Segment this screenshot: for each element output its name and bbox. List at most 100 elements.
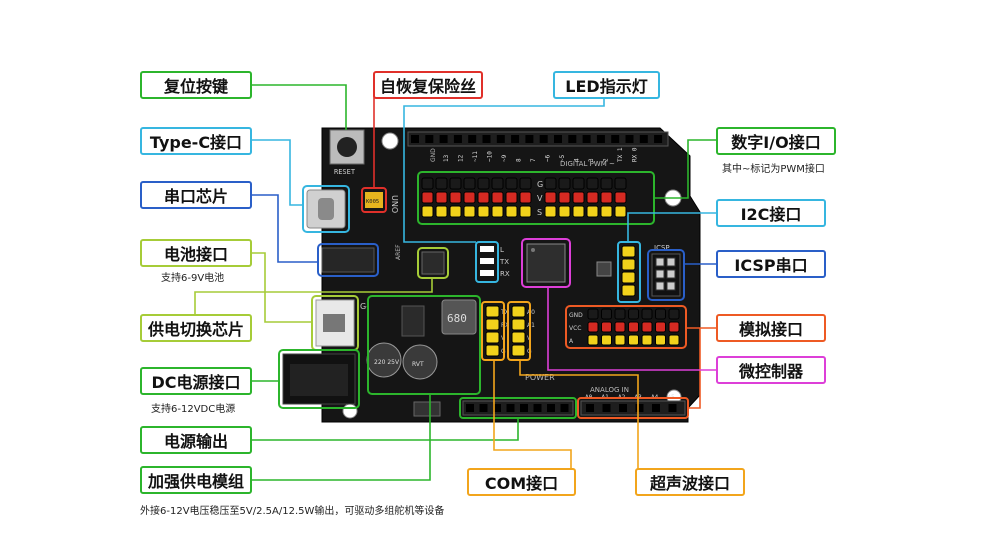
- header-socket: [668, 404, 677, 412]
- header-socket: [525, 135, 534, 143]
- com-pin: [485, 318, 500, 331]
- digital-pin: [491, 177, 504, 190]
- label-battery: 电池接口: [140, 239, 252, 267]
- digital-pin-label: ~9: [501, 154, 508, 162]
- digital-pin: [449, 191, 462, 204]
- digital-pin: [572, 191, 585, 204]
- digital-pin-label: 4: [574, 158, 581, 162]
- digital-pin: [449, 205, 462, 218]
- digital-pin-label: ~5: [559, 154, 566, 162]
- digital-pin: [586, 191, 599, 204]
- analog-pin: [641, 321, 653, 333]
- digital-pin: [572, 205, 585, 218]
- digital-pin: [558, 191, 571, 204]
- header-socket: [506, 404, 515, 412]
- digital-pin: [558, 177, 571, 190]
- leader-mcu: [547, 287, 716, 371]
- label-com: COM接口: [467, 468, 576, 496]
- header-socket: [411, 135, 419, 143]
- digital-pin: [586, 205, 599, 218]
- label-analog: 模拟接口: [716, 314, 826, 342]
- digital-pin-label: 7: [530, 158, 537, 162]
- mcu-dot: [531, 248, 535, 252]
- leader-analog-2: [688, 328, 701, 409]
- digital-row-letter: G: [537, 180, 543, 189]
- icsp-pin: [666, 257, 676, 267]
- digital-pin: [477, 177, 490, 190]
- digital-pin: [477, 205, 490, 218]
- leader-com: [493, 360, 572, 470]
- header-socket: [547, 404, 555, 412]
- label-power-out: 电源输出: [140, 426, 252, 454]
- digital-pin: [435, 177, 448, 190]
- digital-pin-label: 8: [516, 158, 523, 162]
- digital-pin-label: ~10: [487, 151, 494, 162]
- mount-hole: [381, 132, 399, 150]
- header-socket: [639, 135, 648, 143]
- header-socket: [554, 135, 562, 143]
- reset-button-cap[interactable]: [337, 137, 357, 157]
- header-socket: [602, 404, 611, 412]
- digital-pin-label: 12: [458, 154, 465, 162]
- digital-pin: [463, 177, 476, 190]
- icsp-silk: ICSP: [654, 244, 670, 252]
- ultrasonic-pin: [511, 318, 526, 331]
- label-power-switch: 供电切换芯片: [140, 314, 252, 342]
- header-socket: [482, 135, 491, 143]
- digital-pin-label: 3: [588, 158, 595, 162]
- header-socket: [625, 135, 634, 143]
- power-switch-chip: [421, 251, 445, 275]
- digital-pin-label: 2: [603, 158, 610, 162]
- label-boost-module: 加强供电模组: [140, 466, 252, 494]
- ultrasonic-pin: [511, 331, 526, 344]
- analog-pin: [587, 321, 599, 333]
- header-socket: [533, 404, 542, 412]
- digital-pin: [463, 205, 476, 218]
- ultrasonic-pin: [511, 344, 526, 357]
- fuse: [365, 192, 383, 208]
- highlight-com: [481, 301, 505, 361]
- digital-pin: [519, 191, 532, 204]
- digital-pin: [544, 177, 557, 190]
- g-silk: G-: [360, 302, 369, 311]
- analog-pin: [628, 308, 639, 320]
- digital-pin: [614, 177, 627, 190]
- analog-pin: [628, 334, 639, 346]
- digital-pin: [505, 191, 518, 204]
- digital-pin: [435, 191, 448, 204]
- digital-pin: [586, 177, 599, 190]
- highlight-typec: [302, 185, 350, 233]
- leader-digital: [654, 139, 716, 199]
- digital-pin: [600, 205, 613, 218]
- digital-pin-label: TX 1: [617, 147, 624, 162]
- digital-pin: [544, 191, 557, 204]
- capacitor-2: [402, 344, 438, 380]
- led-tx: [480, 258, 494, 264]
- led-rx-silk: RX: [500, 270, 510, 278]
- typec-port-inner: [318, 198, 334, 220]
- inductor-text: 680: [447, 312, 467, 325]
- header-socket: [596, 135, 605, 143]
- led-l-silk: L: [500, 246, 504, 254]
- header-socket: [493, 404, 501, 412]
- leader-led: [403, 98, 605, 243]
- dc-jack-inner: [290, 364, 348, 396]
- com-pin: [485, 344, 500, 357]
- i2c-pin: [621, 245, 636, 258]
- aref-silk: AREF: [395, 244, 402, 260]
- highlight-boost: [367, 295, 481, 395]
- ultrasonic-pin-label: A0: [527, 309, 535, 316]
- digital-pin: [558, 205, 571, 218]
- digital-pin: [505, 177, 518, 190]
- digital-pin-label: ~11: [472, 151, 479, 162]
- ultrasonic-pin-label: A1: [527, 322, 535, 329]
- icsp-pin: [655, 257, 665, 267]
- leader-serial: [252, 194, 318, 263]
- label-reset: 复位按键: [140, 71, 252, 99]
- digital-pin: [572, 177, 585, 190]
- header-socket: [652, 404, 660, 412]
- digital-pin: [519, 205, 532, 218]
